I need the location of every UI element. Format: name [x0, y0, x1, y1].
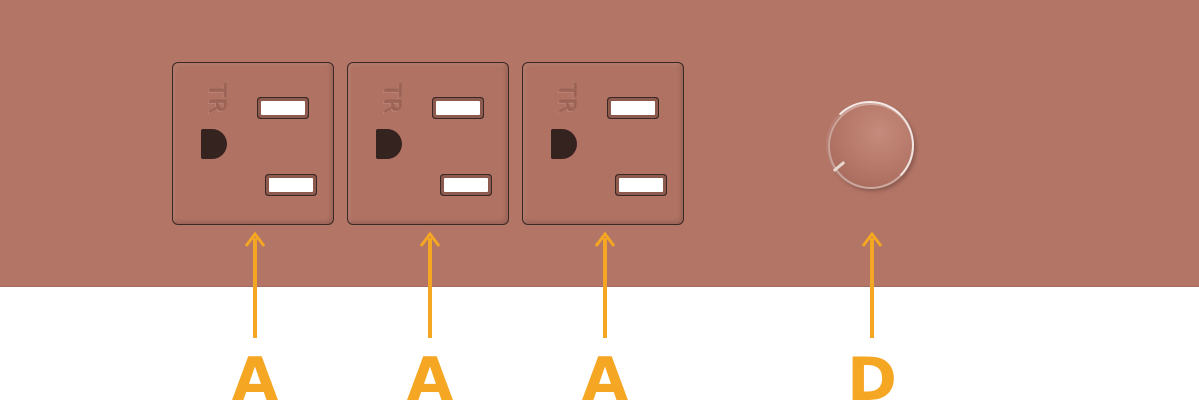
arrow-up-icon — [244, 231, 266, 338]
ground-hole — [376, 129, 402, 159]
outlet-slot-bottom — [269, 178, 313, 192]
outlet-slot-top — [436, 101, 480, 115]
ground-hole — [551, 129, 577, 159]
rotary-knob-icon — [826, 101, 914, 189]
outlet-2: TR — [347, 62, 509, 225]
outlet-slot-top — [611, 101, 655, 115]
outlet-3: TR — [522, 62, 684, 225]
outlet-slot-bottom — [619, 178, 663, 192]
arrow-up-icon — [419, 231, 441, 338]
callout-label-a: A — [406, 345, 454, 410]
callout-label-a: A — [231, 345, 279, 410]
power-panel: TR TR TR — [0, 0, 1199, 287]
callout-label-d: D — [847, 345, 897, 410]
outlet-1: TR — [172, 62, 334, 225]
dial-rim — [826, 101, 914, 189]
arrow-up-icon — [861, 231, 883, 338]
callout-label-a: A — [581, 345, 629, 410]
arrow-up-icon — [594, 231, 616, 338]
outlet-slot-top — [261, 101, 305, 115]
ground-hole — [201, 129, 227, 159]
outlet-slot-bottom — [444, 178, 488, 192]
